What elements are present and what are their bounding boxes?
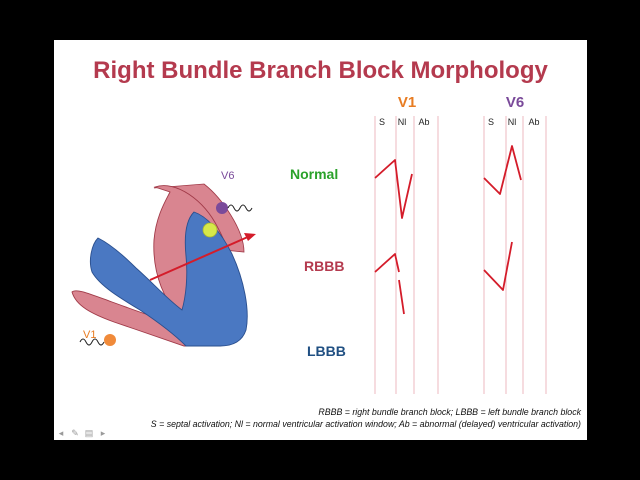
mean-vector-line — [149, 235, 251, 281]
trace-v6-rbbb — [483, 241, 513, 291]
v1-col-septal: S — [378, 117, 385, 127]
row-label-rbbb: RBBB — [304, 258, 345, 274]
trace-v1-normal — [374, 159, 413, 219]
lead-v1-header: V1 — [397, 94, 417, 111]
footnote-abbreviations: RBBB = right bundle branch block; LBBB =… — [318, 407, 581, 417]
trace-v6-normal — [483, 145, 522, 195]
v6-diagram-label: V6 — [221, 170, 235, 182]
ecg-panel — [374, 116, 547, 394]
v1-diagram-label: V1 — [83, 329, 97, 341]
trace-v1-rbbb-late — [398, 279, 405, 315]
v1-col-normal: Nl — [397, 117, 407, 127]
v6-electrode — [216, 202, 228, 214]
slide-controls: ◂ ✎ ▤ ▸ — [56, 428, 108, 438]
slide-title: Right Bundle Branch Block Morphology — [93, 57, 548, 84]
footnote: RBBB = right bundle branch block; LBBB =… — [151, 406, 581, 430]
menu-icon[interactable]: ▤ — [84, 428, 94, 438]
v6-col-abnormal: Ab — [528, 117, 540, 127]
v1-electrode — [104, 334, 116, 346]
row-label-lbbb: LBBB — [307, 343, 346, 359]
vector-arrowhead — [244, 233, 256, 241]
v6-lead-wire — [227, 204, 253, 212]
v6-col-normal: Nl — [507, 117, 517, 127]
footnote-column-key: S = septal activation; Nl = normal ventr… — [150, 419, 581, 429]
v1-lead-wire — [79, 338, 105, 346]
v1-col-abnormal: Ab — [418, 117, 430, 127]
septum — [89, 211, 248, 347]
grid-lines — [374, 116, 547, 394]
lead-v6-header: V6 — [505, 94, 525, 111]
heart-diagram — [71, 183, 256, 347]
trace-v1-rbbb — [374, 253, 400, 273]
next-icon[interactable]: ▸ — [100, 428, 106, 438]
slide: Right Bundle Branch Block Morphology V6 … — [54, 40, 587, 440]
pen-icon[interactable]: ✎ — [71, 428, 79, 438]
prev-icon[interactable]: ◂ — [58, 428, 64, 438]
activation-dot — [202, 222, 218, 238]
v6-col-septal: S — [487, 117, 494, 127]
row-label-normal: Normal — [290, 166, 339, 182]
